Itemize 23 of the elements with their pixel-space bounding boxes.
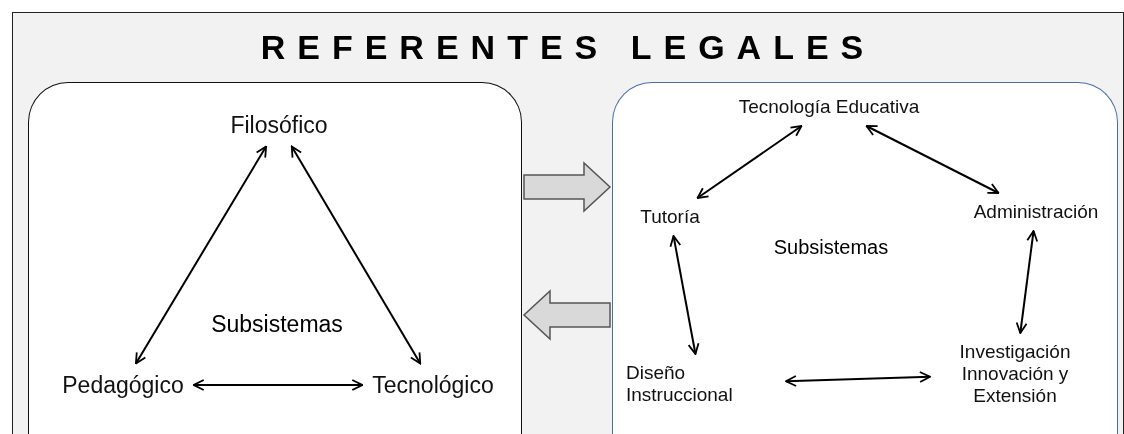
block-arrow	[523, 161, 612, 213]
subsystem-name: Tutoría	[636, 204, 704, 230]
double-arrow	[785, 371, 931, 387]
double-arrow	[192, 379, 364, 391]
subsystem-name: Administración	[969, 199, 1103, 225]
double-arrow	[865, 125, 1000, 194]
subsystem-name: Filosófico	[226, 109, 332, 141]
double-arrow	[1015, 230, 1039, 334]
subsystem-label: Subsistemas	[211, 310, 343, 338]
subsystem-label: Subsistemas	[773, 235, 889, 259]
double-arrow	[669, 235, 700, 355]
subsystem-name: Tecnológico	[368, 369, 498, 401]
subsystem-name: Diseño Instruccional	[622, 360, 780, 408]
block-arrow	[522, 289, 611, 341]
double-arrow	[134, 145, 268, 365]
rounded-panel	[612, 82, 1118, 434]
subsystem-name: Pedagógico	[58, 369, 188, 401]
double-arrow	[696, 125, 803, 199]
rounded-panel	[28, 82, 522, 434]
title: REFERENTES LEGALES	[259, 28, 877, 67]
double-arrow	[290, 145, 422, 365]
subsystem-name: Investigación Innovación y Extensión	[936, 339, 1094, 409]
subsystem-name: Tecnología Educativa	[734, 94, 924, 120]
